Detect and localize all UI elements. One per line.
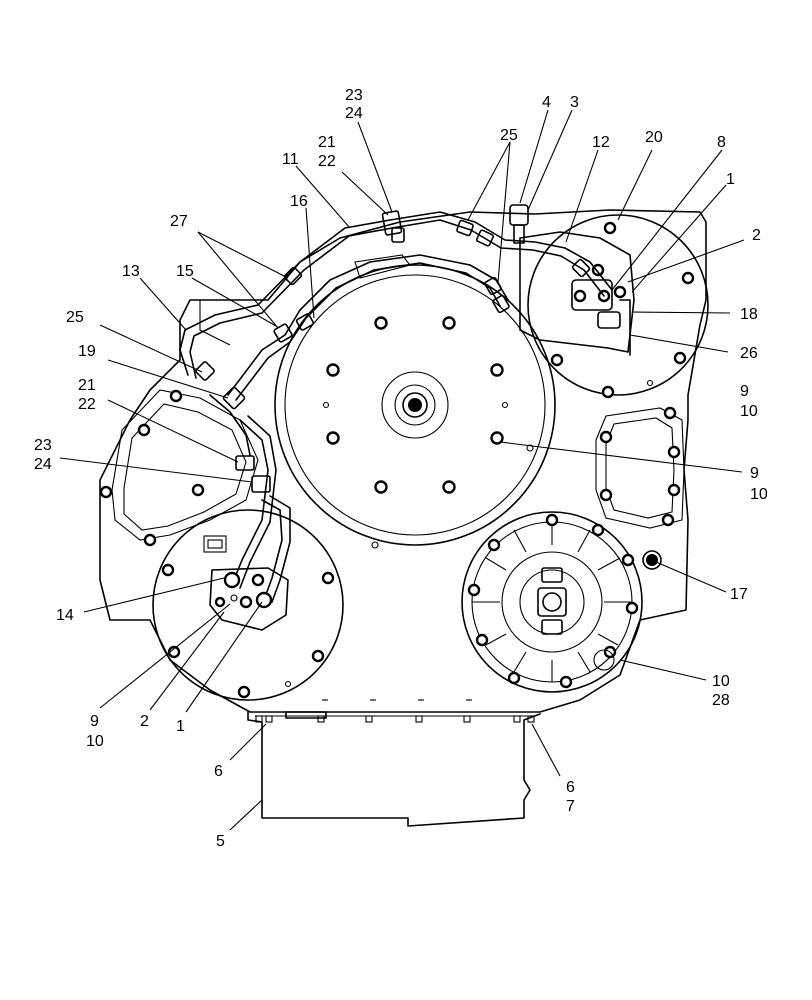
- callout-4: 4: [542, 94, 551, 111]
- callout-16: 16: [290, 193, 308, 210]
- callout-2: 2: [752, 227, 761, 244]
- callout-25: 25: [66, 309, 84, 326]
- callout-18: 18: [740, 306, 758, 323]
- callout-22: 22: [318, 153, 336, 170]
- callout-13: 13: [122, 263, 140, 280]
- callout-9: 9: [90, 713, 99, 730]
- lower-right-hub: [461, 511, 662, 693]
- callout-27: 27: [170, 213, 188, 230]
- callout-2: 2: [140, 713, 149, 730]
- left-gasket-plate: [99, 389, 259, 547]
- callout-9: 9: [740, 383, 749, 400]
- callout-9: 9: [750, 465, 759, 482]
- callout-12: 12: [592, 134, 610, 151]
- callout-21: 21: [78, 377, 96, 394]
- callout-10: 10: [740, 403, 758, 420]
- callout-10: 10: [86, 733, 104, 750]
- callout-10: 10: [712, 673, 730, 690]
- callout-21: 21: [318, 134, 336, 151]
- lower-left-pump-block: [209, 567, 289, 631]
- callout-17: 17: [730, 586, 748, 603]
- callout-23: 23: [345, 87, 363, 104]
- upper-right-bracket: [519, 231, 635, 356]
- callout-25: 25: [500, 127, 518, 144]
- central-cover: [274, 254, 556, 549]
- oil-pan: [247, 699, 541, 827]
- callout-6: 6: [214, 763, 223, 780]
- callout-20: 20: [645, 129, 663, 146]
- right-gasket-plate: [595, 406, 685, 529]
- callout-1: 1: [176, 718, 185, 735]
- callout-22: 22: [78, 396, 96, 413]
- callout-26: 26: [740, 345, 758, 362]
- tube-lines: [179, 211, 613, 603]
- callout-15: 15: [176, 263, 194, 280]
- callout-5: 5: [216, 833, 225, 850]
- leader-lines: [59, 109, 745, 831]
- callout-19: 19: [78, 343, 96, 360]
- callout-11: 11: [282, 151, 299, 168]
- callout-10: 10: [750, 486, 768, 503]
- housing-outline: [99, 209, 707, 713]
- callout-1: 1: [726, 171, 735, 188]
- callout-7: 7: [566, 798, 575, 815]
- callout-8: 8: [717, 134, 726, 151]
- callout-24: 24: [345, 105, 363, 122]
- upper-right-gear-cover: [527, 214, 709, 399]
- callout-28: 28: [712, 692, 730, 709]
- fittings: [195, 204, 591, 493]
- callout-23: 23: [34, 437, 52, 454]
- callout-6: 6: [566, 779, 575, 796]
- callout-labels: 23 24 4 3 25 12 20 8 21 22 11 1 27 16 2 …: [34, 87, 768, 850]
- callout-14: 14: [56, 607, 74, 624]
- callout-3: 3: [570, 94, 579, 111]
- callout-24: 24: [34, 456, 52, 473]
- lower-left-pump-cover: [152, 509, 344, 701]
